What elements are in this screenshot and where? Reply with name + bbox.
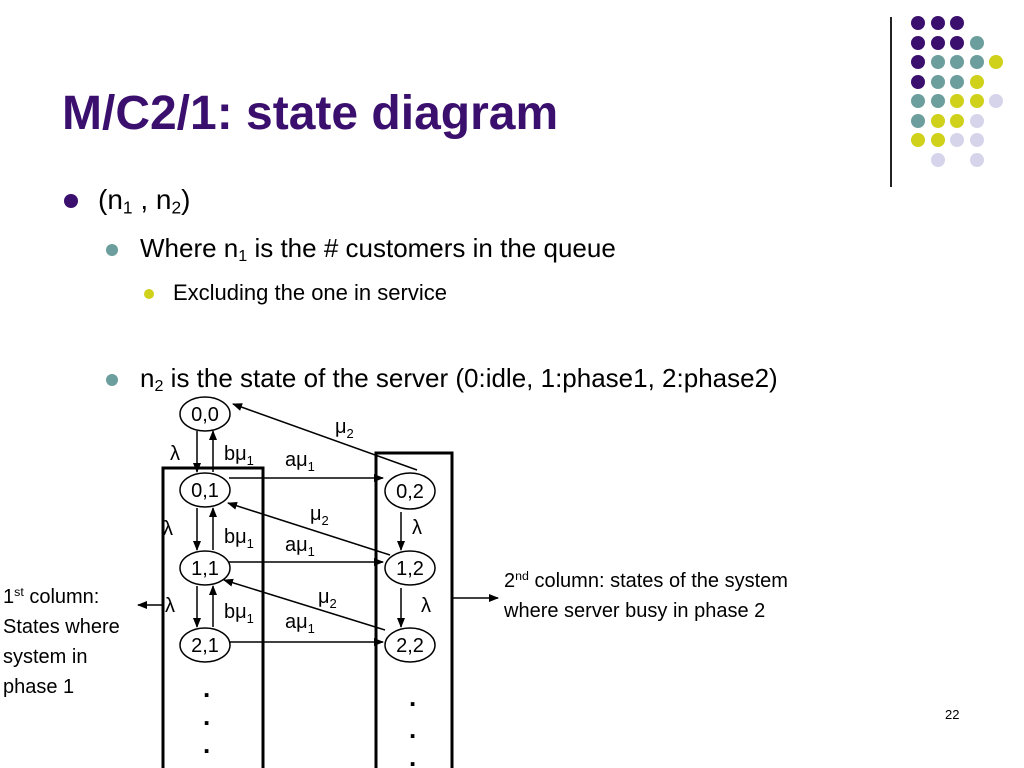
state-node: 2,2 <box>384 627 436 663</box>
decorative-dot <box>950 55 964 69</box>
decorative-dot <box>950 16 964 30</box>
bullet-state-tuple: (n1 , n2) <box>98 184 191 218</box>
decorative-dot <box>930 35 945 50</box>
state-node: 0,0 <box>179 396 231 432</box>
bullet-excluding-service: Excluding the one in service <box>173 280 447 305</box>
mu2-label: μ2 <box>318 586 337 611</box>
arrow-mu2-12-01 <box>227 501 391 556</box>
decorative-dot <box>969 55 984 69</box>
decorative-dot <box>930 74 945 89</box>
continuation-dot: . <box>203 701 210 731</box>
decorative-dot <box>969 152 984 167</box>
decorative-dot <box>950 113 964 128</box>
state-node: 1,2 <box>384 550 436 586</box>
decorative-dot <box>989 94 1003 108</box>
note-second-column: 2nd column: states of the system where s… <box>504 569 788 622</box>
decorative-dot <box>969 74 984 89</box>
decorative-dot <box>950 74 964 89</box>
lambda-label: λ <box>170 443 180 465</box>
page-number: 22 <box>945 707 960 722</box>
decorative-dot <box>969 94 984 108</box>
decorative-dot <box>930 55 945 69</box>
continuation-dot: . <box>203 729 210 759</box>
decorative-dot <box>930 113 945 128</box>
decorative-dot <box>911 55 925 69</box>
note-first-column: 1st column: States where system in phase… <box>3 585 120 698</box>
decorative-dot <box>969 113 984 128</box>
bullet-n2-definition: n2 is the state of the server (0:idle, 1… <box>140 363 778 396</box>
bmu-label: bμ1 <box>224 443 254 468</box>
decorative-dot <box>911 133 925 147</box>
decorative-dot <box>911 74 925 89</box>
decorative-dot <box>950 133 964 147</box>
state-node: 2,1 <box>179 627 231 663</box>
bullet-icon <box>144 289 154 299</box>
arrow-mu2-22-11 <box>223 578 386 631</box>
arrow-mu2-02-00 <box>232 403 418 471</box>
decorative-dot <box>969 133 984 147</box>
svg-text:0,2: 0,2 <box>396 481 424 503</box>
continuation-dot: . <box>409 742 416 768</box>
continuation-dot: . <box>409 714 416 744</box>
amu-label: aμ1 <box>285 449 315 474</box>
decorative-dot <box>969 35 984 50</box>
phase2-column-box <box>374 451 454 768</box>
decorative-divider <box>890 17 892 187</box>
decorative-dot <box>930 133 945 147</box>
svg-text:0,1: 0,1 <box>191 480 219 502</box>
decorative-dot <box>911 94 925 108</box>
svg-text:0,0: 0,0 <box>191 404 219 426</box>
lambda-label: λ <box>421 595 431 617</box>
state-node: 0,1 <box>179 472 231 508</box>
decorative-dot <box>911 16 925 30</box>
bmu-label: bμ1 <box>224 601 254 626</box>
bullet-icon <box>64 194 78 208</box>
mu2-label: μ2 <box>310 503 329 528</box>
bullet-icon <box>106 374 118 386</box>
decorative-dot <box>930 152 945 167</box>
decorative-dot <box>930 16 945 30</box>
decorative-dot <box>911 35 925 50</box>
amu-label: aμ1 <box>285 534 315 559</box>
lambda-label: λ <box>165 595 175 617</box>
decorative-dot <box>930 94 945 108</box>
svg-text:2,2: 2,2 <box>396 635 424 657</box>
decorative-dot <box>950 35 964 50</box>
decorative-dot <box>950 94 964 108</box>
page-title: M/C2/1: state diagram <box>62 87 559 140</box>
state-node: 0,2 <box>384 472 436 510</box>
bullet-icon <box>106 244 118 256</box>
amu-label: aμ1 <box>285 611 315 636</box>
state-node: 1,1 <box>179 550 231 586</box>
svg-text:1,1: 1,1 <box>191 558 219 580</box>
bmu-label: bμ1 <box>224 526 254 551</box>
continuation-dot: . <box>409 682 416 712</box>
decorative-dot <box>989 55 1003 69</box>
svg-text:1,2: 1,2 <box>396 558 424 580</box>
mu2-label: μ2 <box>335 416 354 441</box>
decorative-dot <box>911 113 925 128</box>
lambda-label: λ <box>163 518 173 540</box>
continuation-dot: . <box>203 673 210 703</box>
lambda-label: λ <box>412 517 422 539</box>
bullet-n1-definition: Where n1 is the # customers in the queue <box>140 233 616 266</box>
svg-text:2,1: 2,1 <box>191 635 219 657</box>
